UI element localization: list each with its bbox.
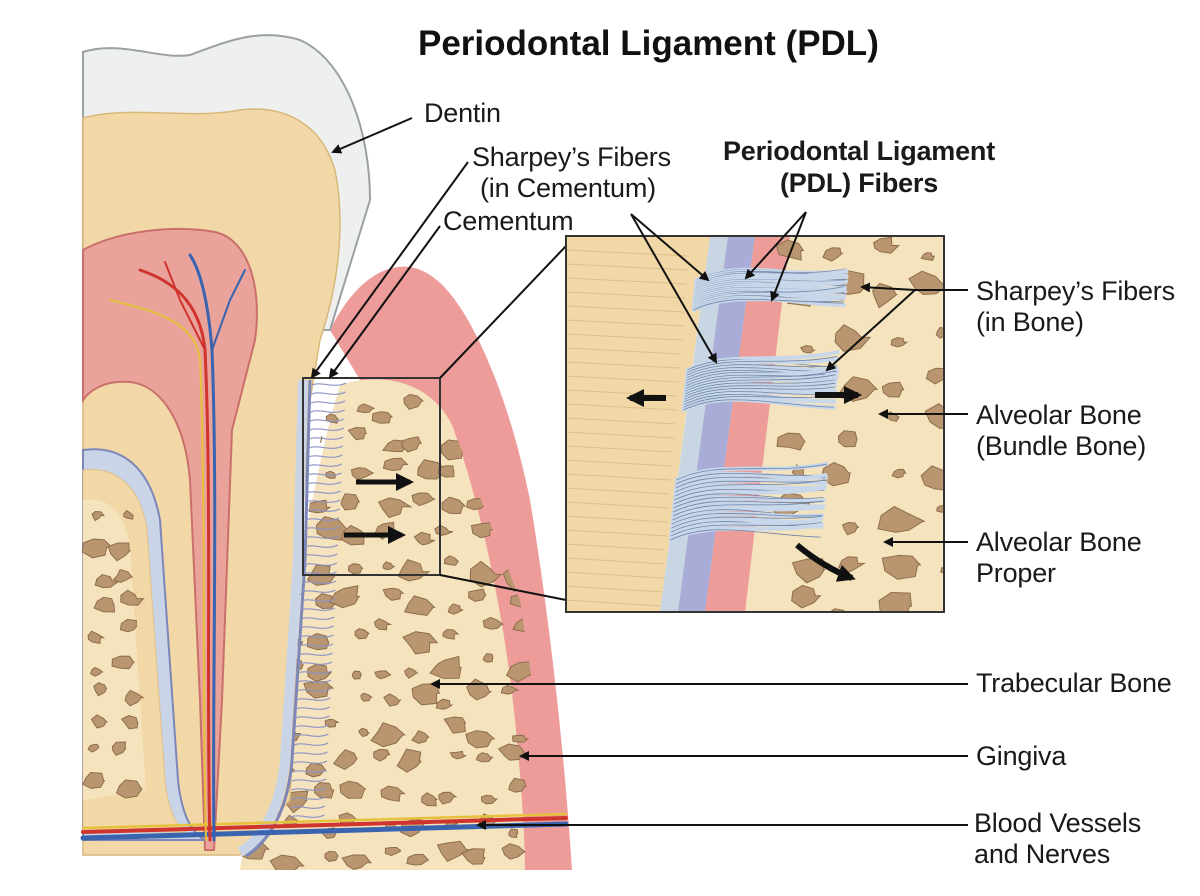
diagram-title: Periodontal Ligament (PDL)	[418, 24, 879, 63]
label-trabecular-bone: Trabecular Bone	[976, 668, 1172, 698]
label-blood-vessels-line2: and Nerves	[974, 839, 1111, 869]
label-alveolar-bundle-bone-line1: Alveolar Bone	[976, 400, 1142, 430]
label-sharpeys-fibers-bone-line2: (in Bone)	[976, 307, 1084, 337]
interradicular-bone-spaces	[81, 509, 145, 799]
zoom-leader-bottom	[439, 574, 567, 601]
blood-vessels-and-nerves	[80, 253, 569, 842]
leader-lines	[310, 117, 968, 830]
label-dentin: Dentin	[424, 98, 501, 128]
root-outline	[237, 379, 347, 858]
label-sharpeys-fibers-bone-line1: Sharpey’s Fibers	[976, 276, 1175, 306]
label-pdl-fibers-line1: Periodontal Ligament	[722, 136, 996, 166]
pdl-fibers-in-socket	[289, 382, 347, 827]
label-alveolar-bone-proper-line1: Alveolar Bone	[976, 527, 1142, 557]
label-gingiva: Gingiva	[976, 741, 1067, 771]
label-pdl-fibers-line2: (PDL) Fibers	[779, 168, 939, 198]
zoom-leader-top	[439, 245, 567, 379]
label-sharpeys-fibers-cementum-line2: (in Cementum)	[480, 173, 656, 203]
root-left	[81, 448, 206, 841]
label-blood-vessels-line1: Blood Vessels	[974, 808, 1142, 838]
magnified-region-box	[302, 377, 441, 576]
label-sharpeys-fibers-cementum-line1: Sharpey’s Fibers	[472, 142, 671, 172]
magnified-inset	[566, 236, 944, 612]
pdl-fiber-bundles	[668, 267, 849, 542]
label-alveolar-bundle-bone-line2: (Bundle Bone)	[976, 431, 1147, 461]
label-alveolar-bone-proper-line2: Proper	[976, 558, 1056, 588]
inset-frame	[565, 235, 945, 613]
label-cementum: Cementum	[443, 206, 574, 236]
